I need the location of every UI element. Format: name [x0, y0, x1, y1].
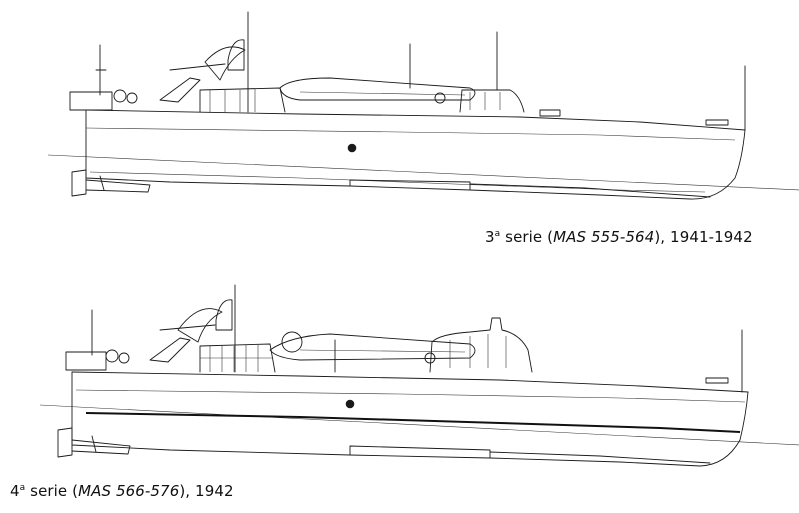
propeller [99, 175, 105, 191]
hull-step [349, 445, 491, 459]
deck-line [85, 109, 746, 131]
searchlight [281, 331, 303, 353]
caption-years: ), 1941-1942 [654, 228, 753, 246]
gun-fairing [204, 46, 246, 81]
rudder [71, 169, 87, 197]
bridge [429, 317, 533, 373]
gun-barrel [159, 324, 216, 331]
stern-reel [113, 89, 127, 103]
waterline [39, 404, 799, 446]
ordinal-indicator: a [494, 229, 501, 239]
bridge [459, 89, 525, 113]
caption-years: ), 1942 [179, 482, 234, 500]
stern-rack [65, 351, 107, 371]
stern-reel [105, 349, 119, 363]
caption-4a-serie: 4a serie (MAS 566-576), 1942 [10, 482, 234, 500]
sheer-line [75, 389, 746, 403]
keel-line [469, 183, 711, 198]
caption-word: serie ( [25, 482, 79, 500]
series-number: 4 [10, 482, 20, 500]
gun-shield [149, 337, 191, 363]
waterline [47, 154, 799, 191]
propeller [91, 435, 97, 453]
gun-fairing [177, 308, 223, 343]
boat-profile-3a-serie [47, 11, 799, 200]
porthole [347, 143, 357, 153]
hull-outline [71, 371, 749, 467]
deckhouse [199, 343, 276, 373]
series-number: 3 [485, 228, 495, 246]
hull-step [349, 179, 471, 191]
chine-line [89, 171, 706, 193]
shaft-bracket [85, 179, 151, 193]
stern-rack [69, 91, 113, 111]
ventilator-cowl [215, 299, 233, 331]
hull-outline [85, 109, 746, 200]
torpedo-tube [269, 333, 476, 361]
shaft-bracket [71, 439, 131, 455]
keel-line [489, 451, 711, 464]
caption-word: serie ( [500, 228, 554, 246]
deck-line [71, 371, 749, 393]
gun-shield [159, 77, 201, 103]
hull-numbers: MAS 555-564 [553, 228, 655, 246]
boat-profile-4a-serie [39, 284, 799, 467]
deckhouse [199, 87, 286, 113]
rudder [57, 427, 73, 458]
chine-line [85, 412, 741, 433]
ventilator-cowl [227, 39, 245, 71]
porthole [345, 399, 355, 409]
hull-numbers: MAS 566-576 [78, 482, 180, 500]
caption-3a-serie: 3a serie (MAS 555-564), 1941-1942 [485, 228, 753, 246]
torpedo-tube [279, 77, 476, 101]
gun-barrel [169, 63, 226, 71]
sheer-line [85, 127, 736, 141]
ordinal-indicator: a [19, 483, 26, 493]
